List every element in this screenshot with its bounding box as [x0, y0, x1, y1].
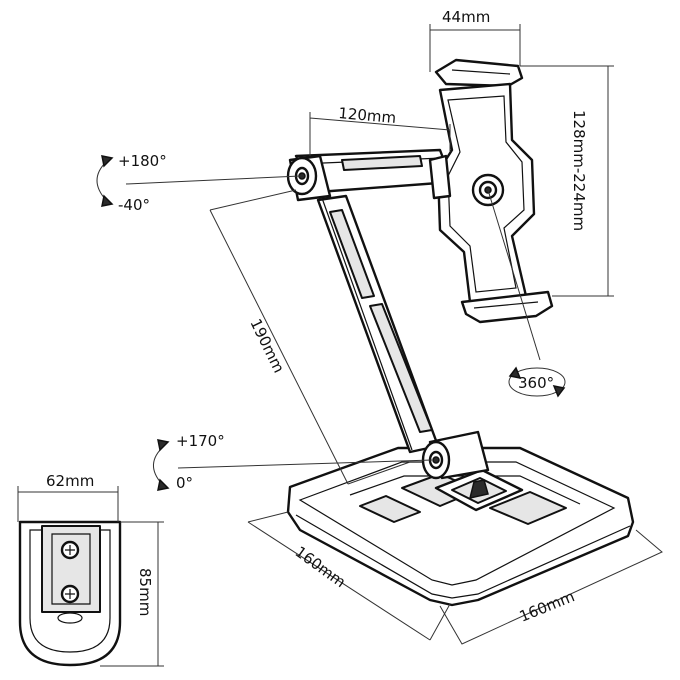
rotation-label: 360°	[518, 374, 554, 392]
tilt-top-max-label: +180°	[118, 152, 167, 170]
tilt-base-min-label: 0°	[176, 474, 193, 492]
base-hinge	[421, 430, 490, 480]
arm-lower-label: 190mm	[246, 316, 288, 376]
holder-width-label: 44mm	[442, 8, 490, 26]
lower-arm	[316, 194, 440, 454]
base-mount-plate	[434, 468, 524, 512]
tablet-holder	[428, 58, 554, 324]
base-width-label: 160mm	[517, 587, 577, 625]
bracket-height-label: 85mm	[136, 568, 154, 616]
holder-range-label: 128mm-224mm	[570, 110, 588, 231]
bracket-width-label: 62mm	[46, 472, 94, 490]
stand-base	[286, 446, 635, 607]
arm-upper-label: 120mm	[338, 104, 397, 127]
tilt-base-max-label: +170°	[176, 432, 225, 450]
dimension-lines	[17, 24, 663, 667]
elbow-hinge	[286, 154, 332, 202]
tilt-top-min-label: -40°	[118, 196, 150, 214]
wall-bracket	[18, 520, 122, 667]
rotation-arrows	[96, 155, 566, 491]
